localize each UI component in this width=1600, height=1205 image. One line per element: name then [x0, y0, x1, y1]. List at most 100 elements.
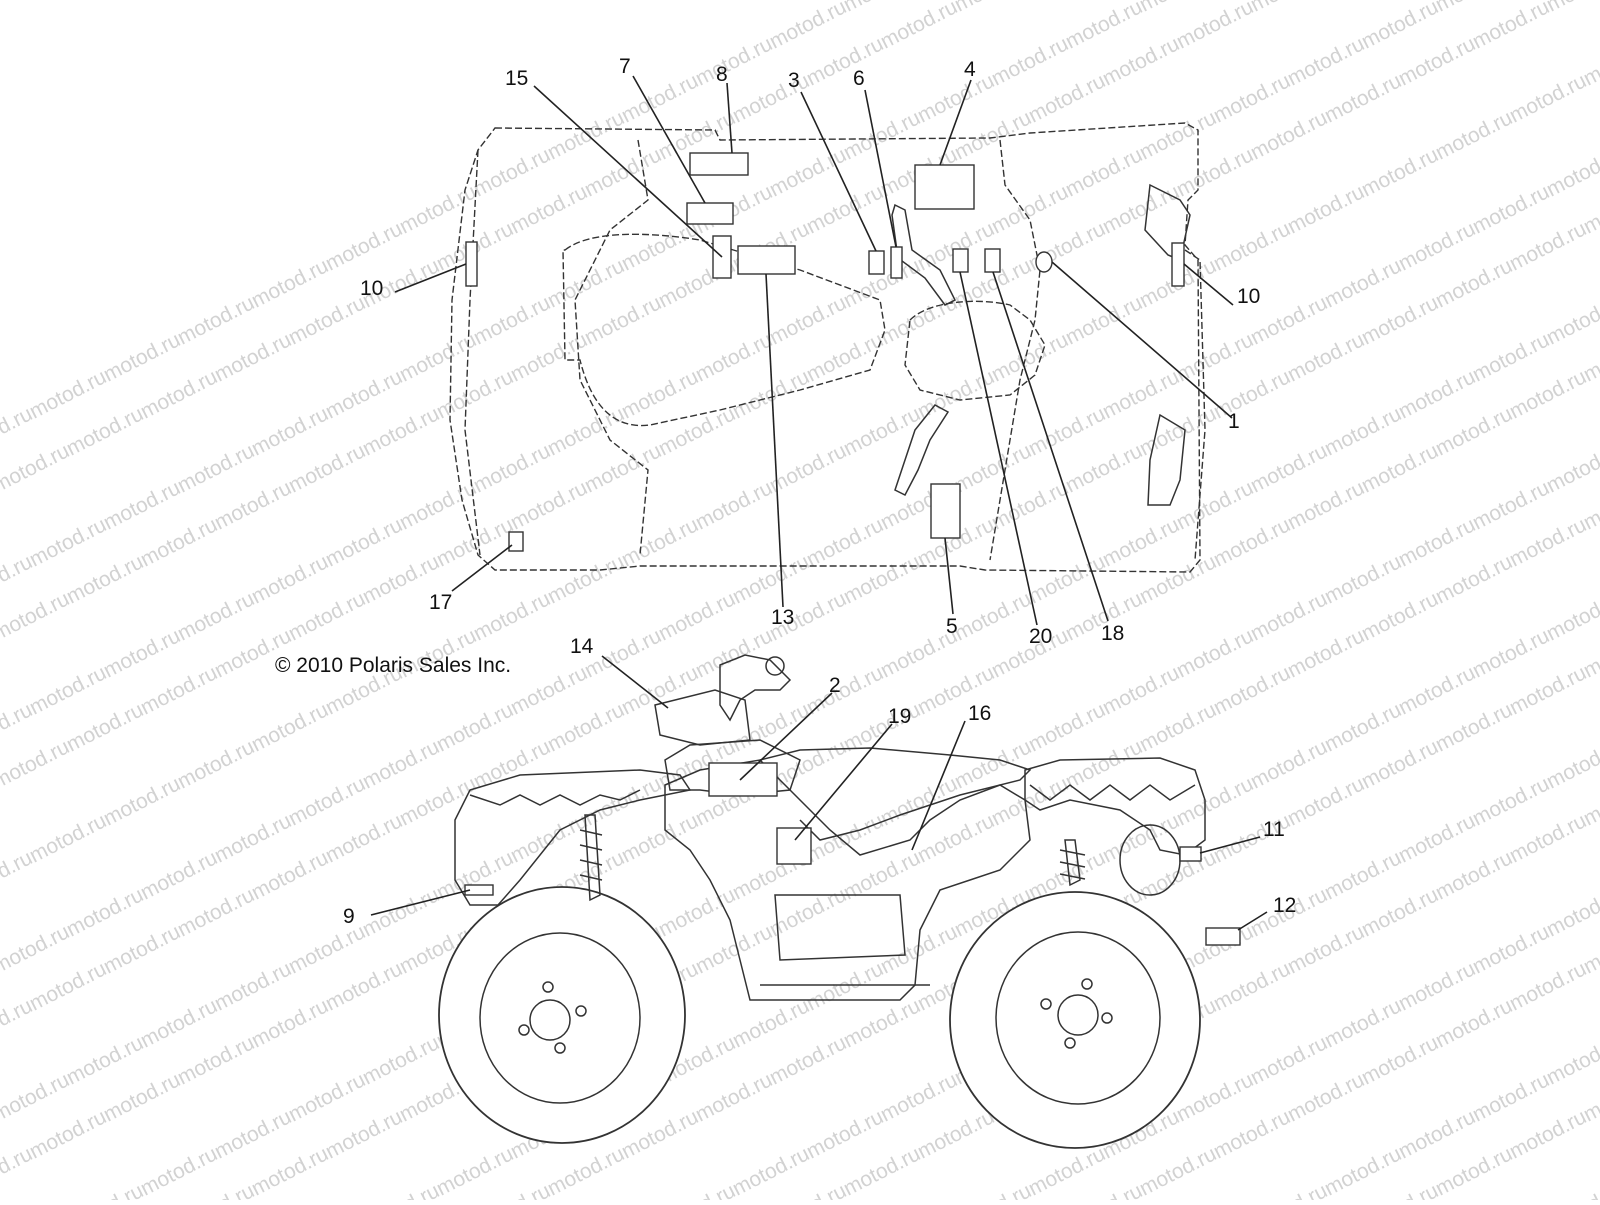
watermark-text: motod.ru — [1543, 1179, 1600, 1200]
watermark-text: motod.ru — [1247, 1179, 1331, 1200]
watermark-text: motod.ru — [1358, 1031, 1442, 1089]
watermark-text: motod.ru — [1469, 180, 1553, 238]
rear-fender — [454, 769, 692, 906]
watermark-text: motod.ru — [1136, 550, 1220, 608]
watermark-text: motod.ru — [100, 772, 184, 830]
watermark-text: motod.ru — [1173, 772, 1257, 830]
watermark-text: motod.ru — [1025, 69, 1109, 127]
watermark-text: motod.ru — [137, 994, 221, 1052]
watermark-text: motod.ru — [1210, 661, 1294, 719]
watermark-text: motod.ru — [100, 624, 184, 682]
watermark-text: motod.ru — [137, 846, 221, 904]
watermark-text: motod.ru — [1247, 1031, 1331, 1089]
watermark-text: motod.ru — [692, 920, 776, 978]
decal-17 — [508, 531, 524, 552]
leader-18 — [992, 271, 1109, 622]
watermark-text: motod.ru — [137, 513, 221, 571]
leader-10-front — [1183, 263, 1234, 306]
watermark-text: motod.ru — [544, 106, 628, 164]
watermark-text: motod.ru — [1432, 254, 1516, 312]
top-handlebar-right — [894, 404, 950, 497]
watermark-text: motod.ru — [322, 957, 406, 1015]
watermark-text: motod.ru — [470, 143, 554, 201]
watermark-text: motod.ru — [840, 0, 924, 16]
watermark-text: motod.ru — [1358, 587, 1442, 645]
watermark-text: motod.ru — [174, 1179, 258, 1200]
side-body-panel — [664, 759, 1031, 1001]
watermark-text: motod.ru — [100, 1068, 184, 1126]
watermark-text: motod.ru — [1062, 439, 1146, 497]
watermark-text: motod.ru — [1099, 809, 1183, 867]
fuel-tank — [664, 739, 801, 796]
watermark-text: motod.ru — [1395, 1105, 1479, 1163]
callout-4: 4 — [964, 58, 976, 81]
watermark-text: motod.ru — [1358, 883, 1442, 941]
callout-14: 14 — [570, 635, 594, 658]
watermark-text: motod.ru — [0, 439, 73, 497]
watermark-text: motod.ru — [914, 69, 998, 127]
watermark-text: motod.ru — [1543, 587, 1600, 645]
watermark-text: motod.ru — [877, 1068, 961, 1126]
top-handlebar-left — [891, 203, 957, 306]
decal-9 — [464, 884, 494, 896]
watermark-text: motod.ru — [581, 439, 665, 497]
watermark-text: motod.ru — [1247, 106, 1331, 164]
watermark-text: motod.ru — [285, 920, 369, 978]
watermark-text: motod.ru — [729, 550, 813, 608]
seat — [759, 747, 1032, 841]
watermark-text: motod.ru — [729, 1142, 813, 1200]
leader-1 — [1051, 261, 1233, 419]
watermark-text: motod.ru — [1543, 143, 1600, 201]
watermark-text: motod.ru — [1358, 0, 1442, 53]
watermark-text: motod.ru — [1062, 143, 1146, 201]
watermark-text: motod.ru — [63, 1031, 147, 1089]
watermark-text: motod.ru — [1099, 513, 1183, 571]
watermark-text: motod.ru — [1247, 0, 1331, 16]
watermark-text: motod.ru — [1506, 809, 1590, 867]
watermark-text: motod.ru — [1025, 550, 1109, 608]
decal-2 — [708, 762, 778, 797]
watermark-text: motod.ru — [1395, 32, 1479, 90]
watermark-text: motod.ru — [396, 772, 480, 830]
watermark-text: motod.ru — [211, 1105, 295, 1163]
watermark-text: motod.ru — [433, 698, 517, 756]
watermark-text: motod.ru — [766, 1179, 850, 1200]
watermark-text: motod.ru — [803, 1105, 887, 1163]
handlebar-grip — [765, 656, 785, 676]
watermark-text: motod.ru — [766, 291, 850, 349]
watermark-text: motod.ru — [1284, 1068, 1368, 1126]
watermark-text: motod.ru — [248, 994, 332, 1052]
front-lug-nut — [1081, 978, 1093, 990]
watermark-text: motod.ru — [988, 328, 1072, 386]
watermark-text: motod.ru — [766, 0, 850, 53]
decal-19 — [776, 827, 812, 865]
front-rack — [1029, 784, 1196, 801]
watermark-text: motod.ru — [507, 661, 591, 719]
watermark-text: motod.ru — [322, 513, 406, 571]
watermark-text: motod.ru — [1099, 180, 1183, 238]
watermark-text: motod.ru — [0, 1068, 73, 1126]
watermark-text: motod.ru — [581, 291, 665, 349]
leader-9 — [370, 889, 471, 916]
watermark-text: motod.ru — [359, 1031, 443, 1089]
watermark-text: motod.ru — [618, 365, 702, 423]
watermark-text: motod.ru — [581, 772, 665, 830]
decal-13 — [737, 245, 796, 275]
watermark-text: motod.ru — [470, 735, 554, 793]
watermark-text: motod.ru — [1210, 69, 1294, 127]
front-lug-nut — [1064, 1037, 1076, 1049]
watermark-text: motod.ru — [988, 180, 1072, 238]
watermark-text: motod.ru — [1025, 1142, 1109, 1200]
watermark-text: motod.ru — [618, 661, 702, 719]
watermark-text: motod.ru — [988, 476, 1072, 534]
watermark-text: motod.ru — [1395, 513, 1479, 571]
watermark-text: motod.ru — [137, 365, 221, 423]
callout-9: 9 — [343, 905, 355, 928]
watermark-text: motod.ru — [1284, 32, 1368, 90]
decal-12 — [1205, 927, 1241, 946]
rear-lug-nut — [518, 1024, 530, 1036]
watermark-text: motod.ru — [211, 809, 295, 867]
watermark-text: motod.ru — [988, 772, 1072, 830]
watermark-text: motod.ru — [1099, 661, 1183, 719]
